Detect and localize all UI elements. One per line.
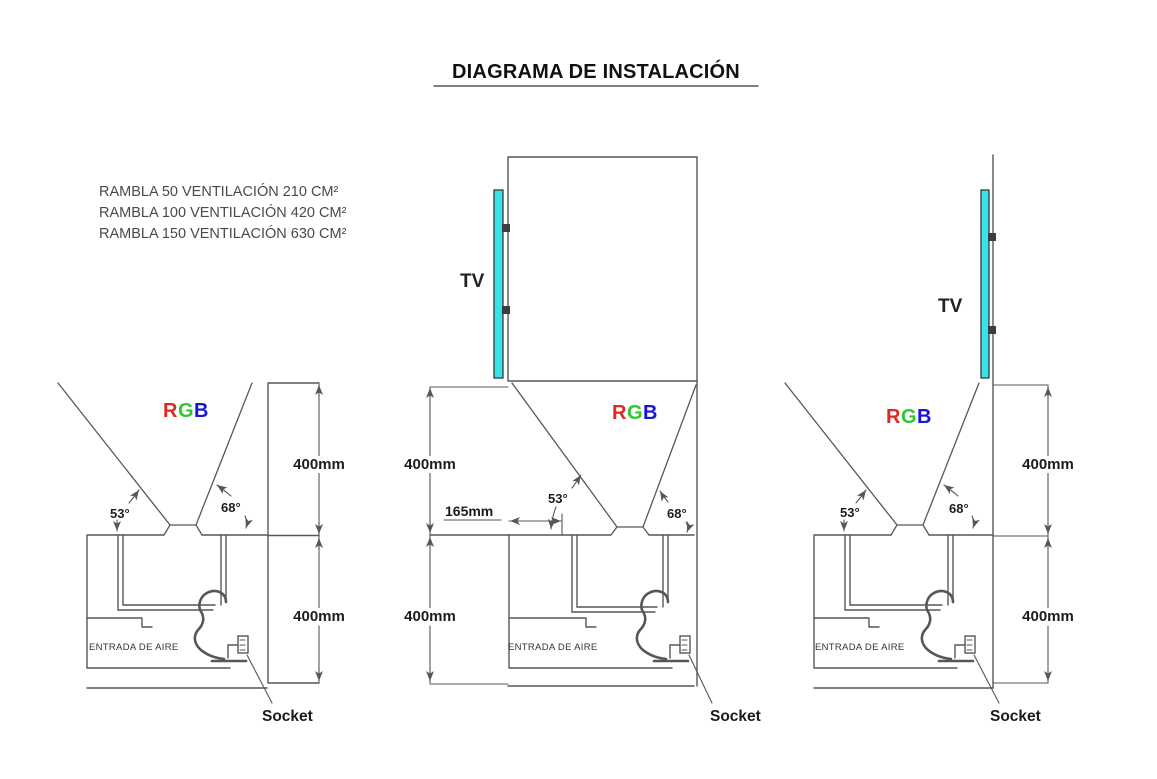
- light-beam-lines: [57, 382, 253, 536]
- air-duct-curve: [193, 589, 228, 661]
- socket-bracket: [669, 644, 681, 659]
- angle-left-arc-arrow: [855, 489, 867, 504]
- note-rambla-100: RAMBLA 100 VENTILACIÓN 420 CM²: [99, 204, 347, 221]
- tv-screen: [493, 189, 504, 379]
- socket-label: Socket: [262, 708, 313, 725]
- dim-label-mask: [292, 456, 346, 473]
- offset-dim-label: 165mm: [445, 503, 493, 519]
- air-inlet-label: ENTRADA DE AIRE: [815, 642, 905, 653]
- base-structure-lines: [507, 534, 695, 687]
- socket-outlet-pins: [239, 639, 246, 651]
- base-structure-lines: [813, 534, 994, 689]
- header: DIAGRAMA DE INSTALACIÓN: [433, 59, 759, 87]
- angle-left-down-arrow: [547, 506, 557, 530]
- dim-label-mask: [403, 608, 457, 625]
- tv-screen: [980, 189, 990, 379]
- page-title: DIAGRAMA DE INSTALACIÓN: [452, 59, 740, 83]
- note-rambla-150: RAMBLA 150 VENTILACIÓN 630 CM²: [99, 225, 347, 242]
- rgb-light-label: RGB: [886, 406, 931, 428]
- base-structure-lines: [86, 534, 268, 689]
- firebox-walls: [117, 534, 227, 611]
- socket-label: Socket: [990, 708, 1041, 725]
- air-inlet-label: ENTRADA DE AIRE: [89, 642, 179, 653]
- dim-label-mask: [403, 456, 457, 473]
- dim-top-label: 400mm: [1022, 456, 1074, 473]
- socket-outlet-pins: [966, 639, 973, 651]
- dim-top-label: 400mm: [293, 456, 345, 473]
- dim-bottom-label: 400mm: [1022, 608, 1074, 625]
- socket-outlet: [964, 635, 976, 654]
- tv-mount-bracket: [988, 326, 996, 334]
- center-fireplace-diagram: 400mm 400mm 165mm TV RGB 53° 68° ENTRADA…: [403, 156, 761, 725]
- left-fireplace-diagram: 400mm 400mm RGB 53° 68° ENTRADA DE AIRE …: [57, 382, 346, 725]
- air-duct-curve: [635, 589, 670, 661]
- dim-label-mask: [1021, 456, 1075, 473]
- air-inlet-label: ENTRADA DE AIRE: [508, 642, 598, 653]
- socket-outlet: [679, 635, 691, 654]
- socket-bracket: [954, 644, 966, 659]
- angle-right-label: 68°: [949, 501, 969, 516]
- angle-left-arc-arrow: [571, 474, 582, 489]
- angle-right-label: 68°: [221, 500, 241, 515]
- socket-outlet-pins: [681, 639, 688, 651]
- right-fireplace-diagram: 400mm 400mm TV RGB 53° 68° ENTRADA DE AI…: [784, 154, 1075, 725]
- dim-bottom-label: 400mm: [293, 608, 345, 625]
- angle-right-arc-arrow: [216, 484, 232, 497]
- dimension-extension-lines: [992, 384, 1049, 684]
- tv-mount-bracket: [502, 224, 510, 232]
- dim-label-mask: [1021, 608, 1075, 625]
- light-beam-lines: [511, 382, 697, 536]
- rgb-light-label: RGB: [612, 402, 657, 424]
- rgb-light-label: RGB: [163, 400, 208, 422]
- ventilation-notes: RAMBLA 50 VENTILACIÓN 210 CM² RAMBLA 100…: [99, 183, 347, 242]
- light-beam-lines: [784, 382, 980, 536]
- wall-section-lines: [267, 382, 320, 684]
- air-inlet-step: [508, 617, 597, 628]
- angle-left-label: 53°: [840, 505, 860, 520]
- socket-label: Socket: [710, 708, 761, 725]
- angle-right-label: 68°: [667, 506, 687, 521]
- socket-leader-line: [973, 654, 1000, 704]
- dim-label-mask: [292, 608, 346, 625]
- angle-left-arc-arrow: [128, 489, 140, 504]
- socket-leader-line: [246, 654, 273, 704]
- angle-right-down-arrow: [244, 515, 253, 529]
- tv-mount-bracket: [502, 306, 510, 314]
- dim-top-label: 400mm: [404, 456, 456, 473]
- air-inlet-step: [813, 617, 880, 628]
- tv-label: TV: [460, 271, 485, 292]
- air-inlet-step: [86, 617, 153, 628]
- socket-outlet: [237, 635, 249, 654]
- angle-right-arc-arrow: [659, 490, 669, 503]
- angle-right-arc-arrow: [943, 484, 959, 497]
- angle-left-label: 53°: [110, 506, 130, 521]
- socket-leader-line: [688, 654, 713, 704]
- socket-bracket: [227, 644, 239, 659]
- firebox-walls: [844, 534, 954, 611]
- angle-right-down-arrow: [685, 521, 695, 533]
- angle-left-label: 53°: [548, 491, 568, 506]
- tv-label: TV: [938, 296, 963, 317]
- wall-column-lines: [507, 156, 698, 687]
- note-rambla-50: RAMBLA 50 VENTILACIÓN 210 CM²: [99, 183, 338, 200]
- angle-right-down-arrow: [971, 515, 980, 529]
- tv-mount-bracket: [988, 233, 996, 241]
- firebox-walls: [571, 534, 669, 613]
- air-duct-curve: [920, 589, 955, 661]
- dim-bottom-label: 400mm: [404, 608, 456, 625]
